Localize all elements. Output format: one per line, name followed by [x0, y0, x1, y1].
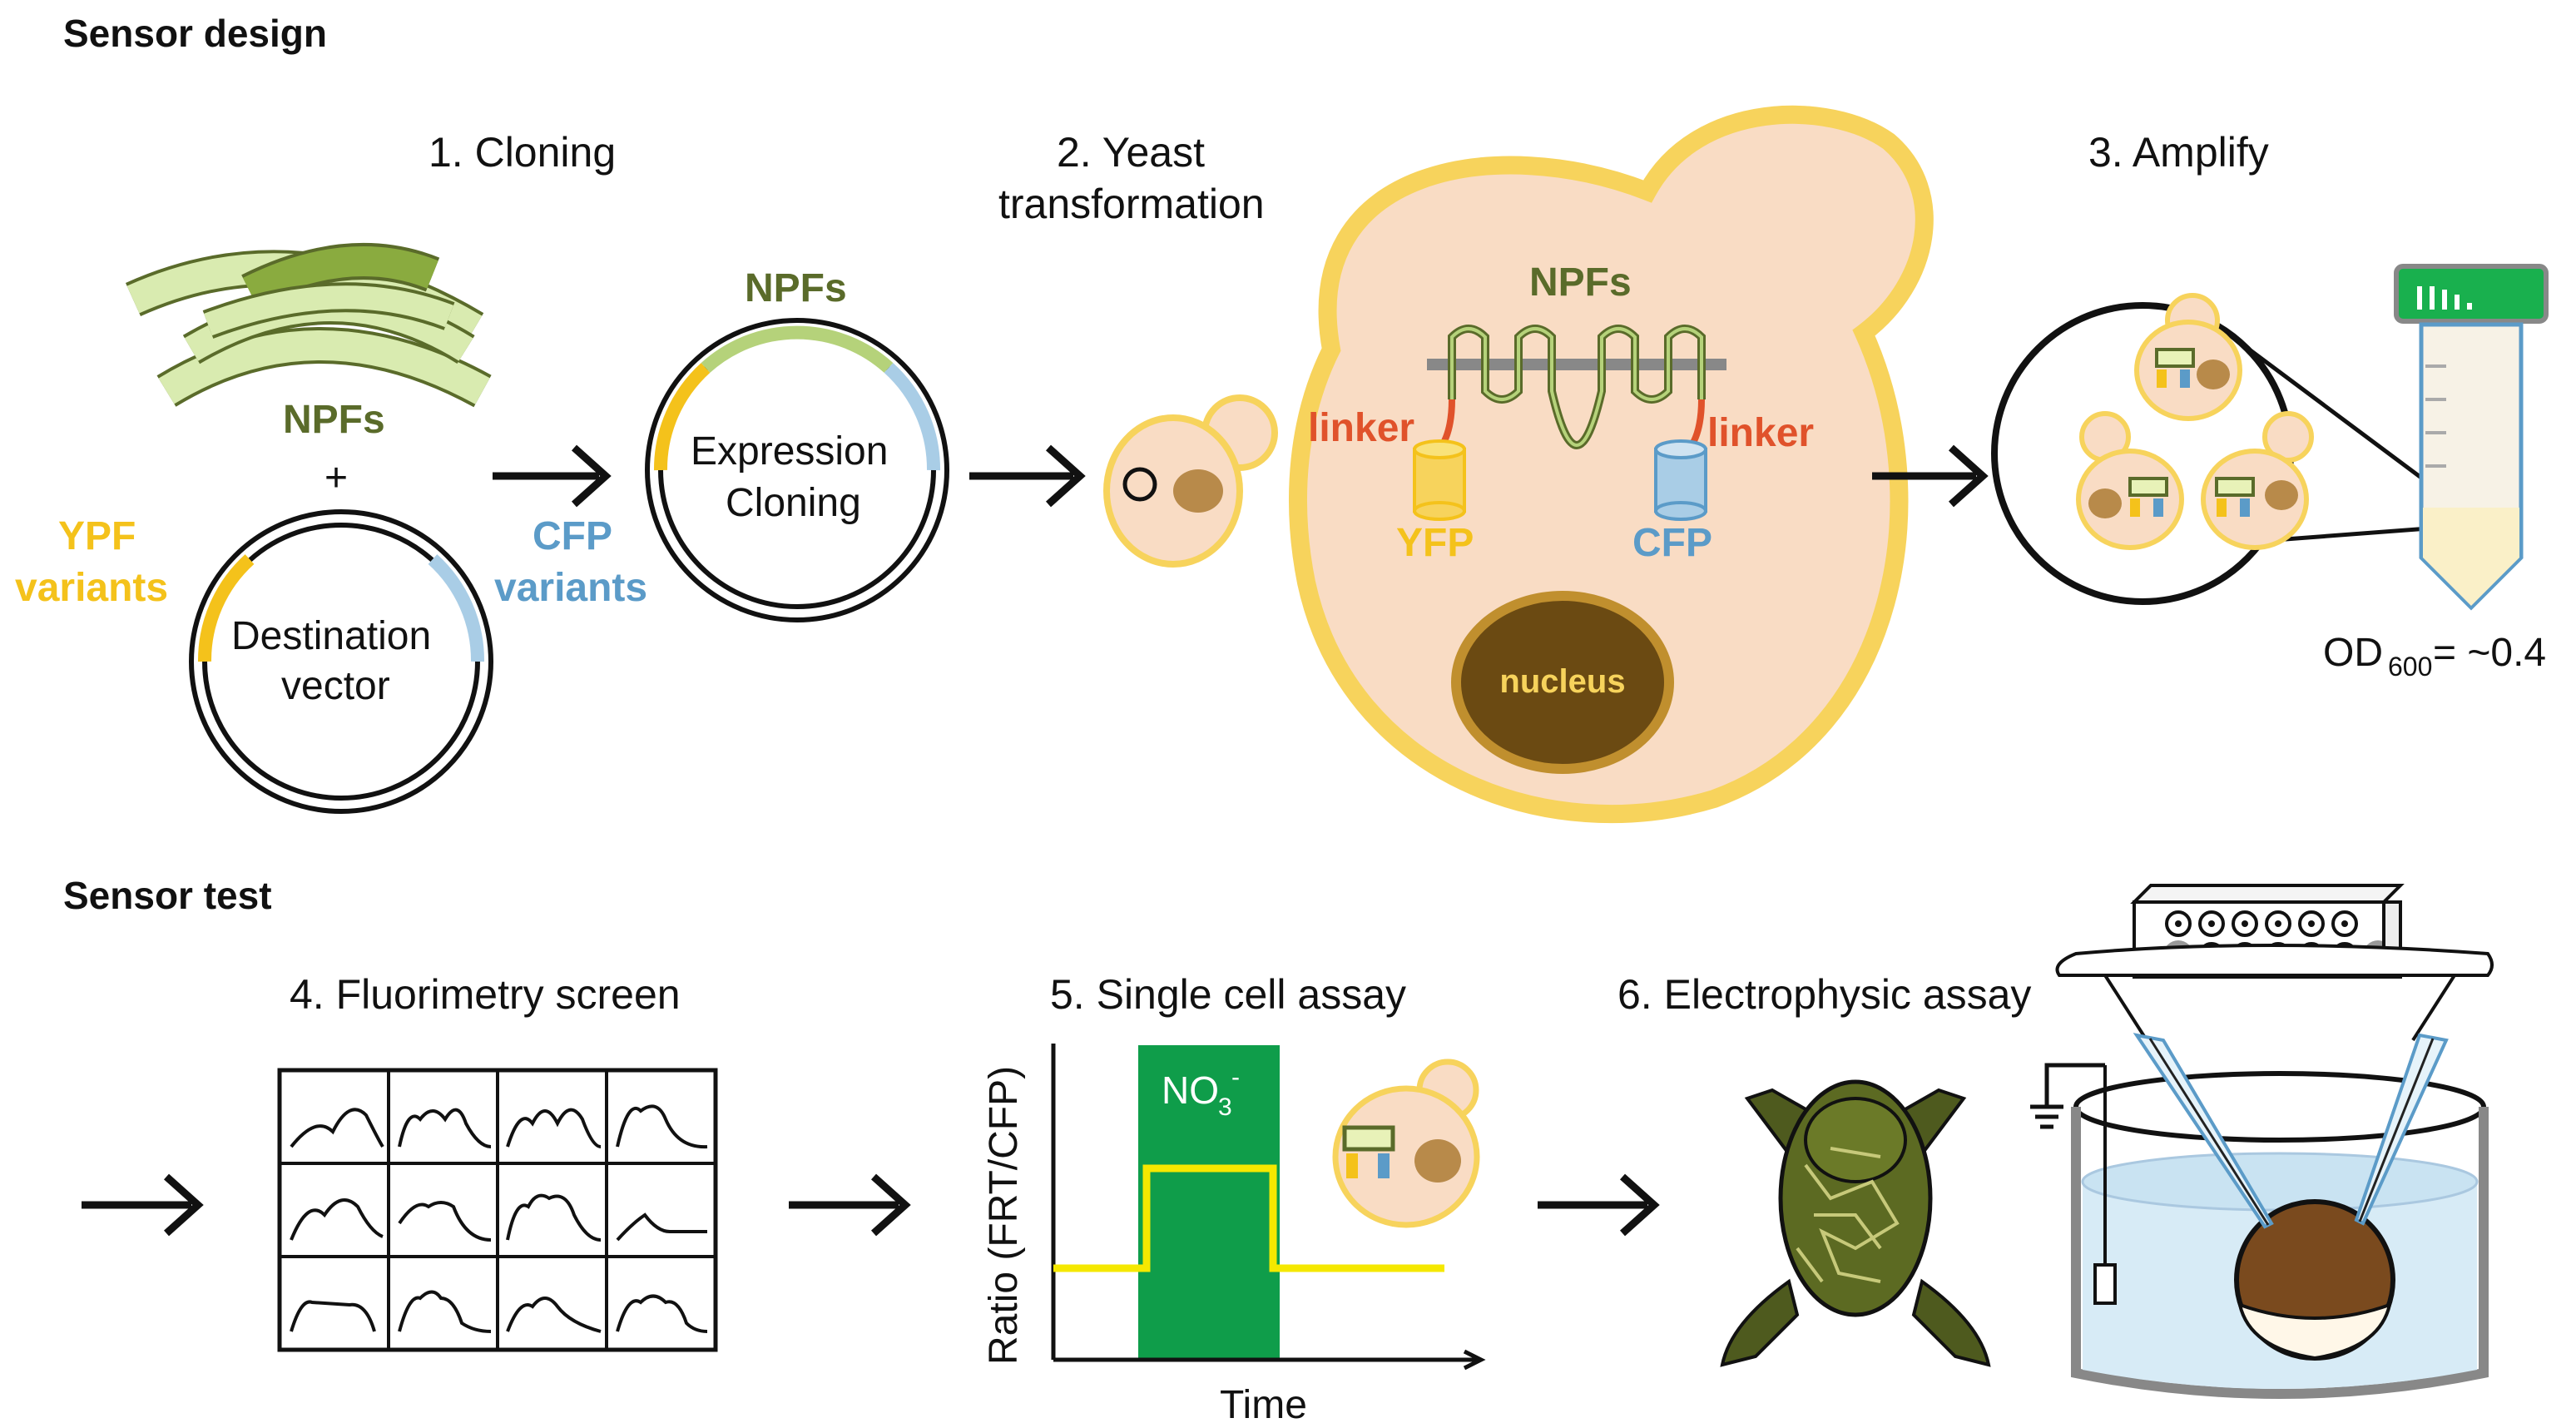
- cfp-variants-line1: CFP: [533, 514, 612, 558]
- no3-label: NO 3 -: [1162, 1064, 1240, 1121]
- ypf-variants-line1: YPF: [58, 514, 136, 558]
- plus-sign: +: [324, 456, 348, 500]
- arrow-expression-to-yeast: [969, 444, 1086, 508]
- npfs-label-expression: NPFs: [745, 266, 847, 310]
- arrow-to-single-cell: [789, 1173, 911, 1237]
- nucleus-label: nucleus: [1499, 663, 1625, 700]
- ypf-variants-line2: variants: [15, 566, 168, 610]
- step-fluorimetry-title: 4. Fluorimetry screen: [290, 971, 681, 1018]
- no3-text: NO: [1162, 1069, 1219, 1112]
- od600-readout: OD 600 = ~0.4: [2323, 631, 2546, 682]
- cfp-variants-line2: variants: [494, 566, 647, 610]
- npf-fragments: [125, 243, 492, 408]
- single-cell-yeast: [1332, 1059, 1480, 1228]
- npfs-label-cloning: NPFs: [283, 398, 385, 442]
- step-yeast-title-line1: 2. Yeast: [1057, 129, 1205, 176]
- expression-plasmid: [645, 318, 949, 622]
- destination-vector-plasmid: [189, 509, 493, 814]
- sensor-design-title: Sensor design: [63, 12, 327, 55]
- culture-tube: [2394, 264, 2549, 611]
- cfp-barrel: [1654, 439, 1707, 521]
- step-single-cell-title: 5. Single cell assay: [1050, 971, 1406, 1018]
- single-cell-plot: [1051, 1044, 1486, 1371]
- no3-superscript: -: [1231, 1064, 1240, 1091]
- arrow-yeast-to-amplify: [1872, 444, 1989, 508]
- small-yeast-cell: [1103, 394, 1278, 568]
- expression-label-line2: Cloning: [726, 481, 861, 525]
- npfs-label-cell: NPFs: [1529, 260, 1632, 305]
- nucleus: [1451, 591, 1674, 774]
- step-electrophysic-title: 6. Electrophysic assay: [1617, 971, 2031, 1018]
- magnified-culture: [1991, 293, 2485, 605]
- arrow-into-fluorimetry: [82, 1173, 204, 1237]
- sensor-test-title: Sensor test: [63, 874, 272, 917]
- od-subscript: 600: [2388, 652, 2432, 682]
- no3-application-window: [1138, 1045, 1280, 1360]
- step-cloning-title: 1. Cloning: [429, 129, 616, 176]
- destination-label-line1: Destination: [231, 614, 431, 658]
- no3-subscript: 3: [1218, 1093, 1232, 1121]
- time-axis-label: Time: [1220, 1383, 1307, 1427]
- step-yeast-title-line2: transformation: [998, 181, 1265, 227]
- linker-label-right: linker: [1707, 411, 1814, 455]
- fluorimetry-grid: [277, 1068, 718, 1352]
- ratio-axis-label: Ratio (FRT/CFP): [982, 1066, 1026, 1365]
- arrow-to-electrophysic: [1538, 1173, 1660, 1237]
- expression-label-line1: Expression: [691, 429, 888, 474]
- xenopus-frog: [1720, 1079, 1991, 1367]
- yfp-label: YFP: [1396, 521, 1474, 565]
- yfp-barrel: [1413, 439, 1466, 521]
- od-value: = ~0.4: [2433, 631, 2546, 675]
- electrophysiology-rig: [2030, 884, 2494, 1399]
- yeast-cell-large: [1289, 105, 1934, 823]
- linker-label-left: linker: [1308, 406, 1414, 450]
- arrow-cloning-to-expression: [493, 444, 612, 508]
- step-amplify-title: 3. Amplify: [2088, 129, 2269, 176]
- ratio-trace: [1053, 1164, 1444, 1272]
- destination-label-line2: vector: [281, 664, 390, 708]
- cfp-label: CFP: [1632, 521, 1712, 565]
- od-prefix: OD: [2323, 631, 2383, 675]
